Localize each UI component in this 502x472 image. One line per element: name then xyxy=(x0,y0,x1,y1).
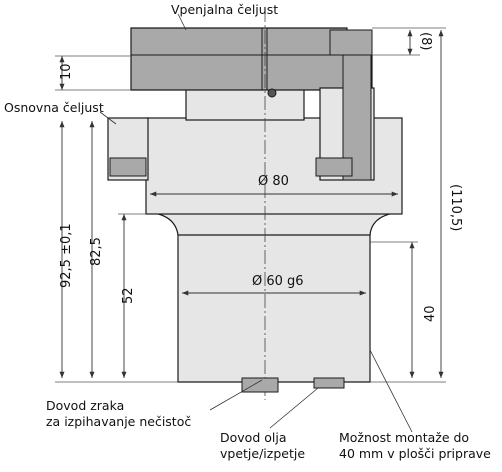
dim-height-lower: 52 xyxy=(121,287,136,304)
dim-dia-lower: Ø 60 g6 xyxy=(252,274,304,289)
label-mount-line2: 40 mm v plošči priprave xyxy=(339,446,491,461)
clamping-jaw-step xyxy=(329,29,373,56)
label-air-line1: Dovod zraka xyxy=(46,398,125,413)
dim-dia-upper: Ø 80 xyxy=(258,174,289,189)
label-oil-line2: vpetje/izpetje xyxy=(220,446,306,461)
middle-block xyxy=(185,87,305,121)
label-oil-line1: Dovod olja xyxy=(220,430,287,445)
label-air-line2: za izpihavanje nečistoč xyxy=(46,414,192,429)
base-jaw-left-slot xyxy=(109,157,147,177)
dim-overall-right: (110,5) xyxy=(448,184,463,232)
dim-mount-depth: 40 xyxy=(423,305,438,322)
lower-body xyxy=(177,227,371,383)
oil-port xyxy=(313,377,345,389)
dim-height-base: 82,5 xyxy=(89,237,104,266)
air-port xyxy=(241,377,279,393)
label-mount-line1: Možnost montaže do xyxy=(339,430,470,445)
base-jaw-right-slot xyxy=(315,157,353,177)
label-base-jaw: Osnovna čeljust xyxy=(4,100,104,115)
body-taper xyxy=(145,211,403,236)
dim-jaw-stroke: (8) xyxy=(418,32,433,51)
dim-jaw-height: 10 xyxy=(59,63,74,80)
dim-height-total: 92,5 ±0,1 xyxy=(59,223,74,288)
center-pin xyxy=(267,88,277,98)
label-clamping-jaw: Vpenjalna čeljust xyxy=(171,2,279,17)
